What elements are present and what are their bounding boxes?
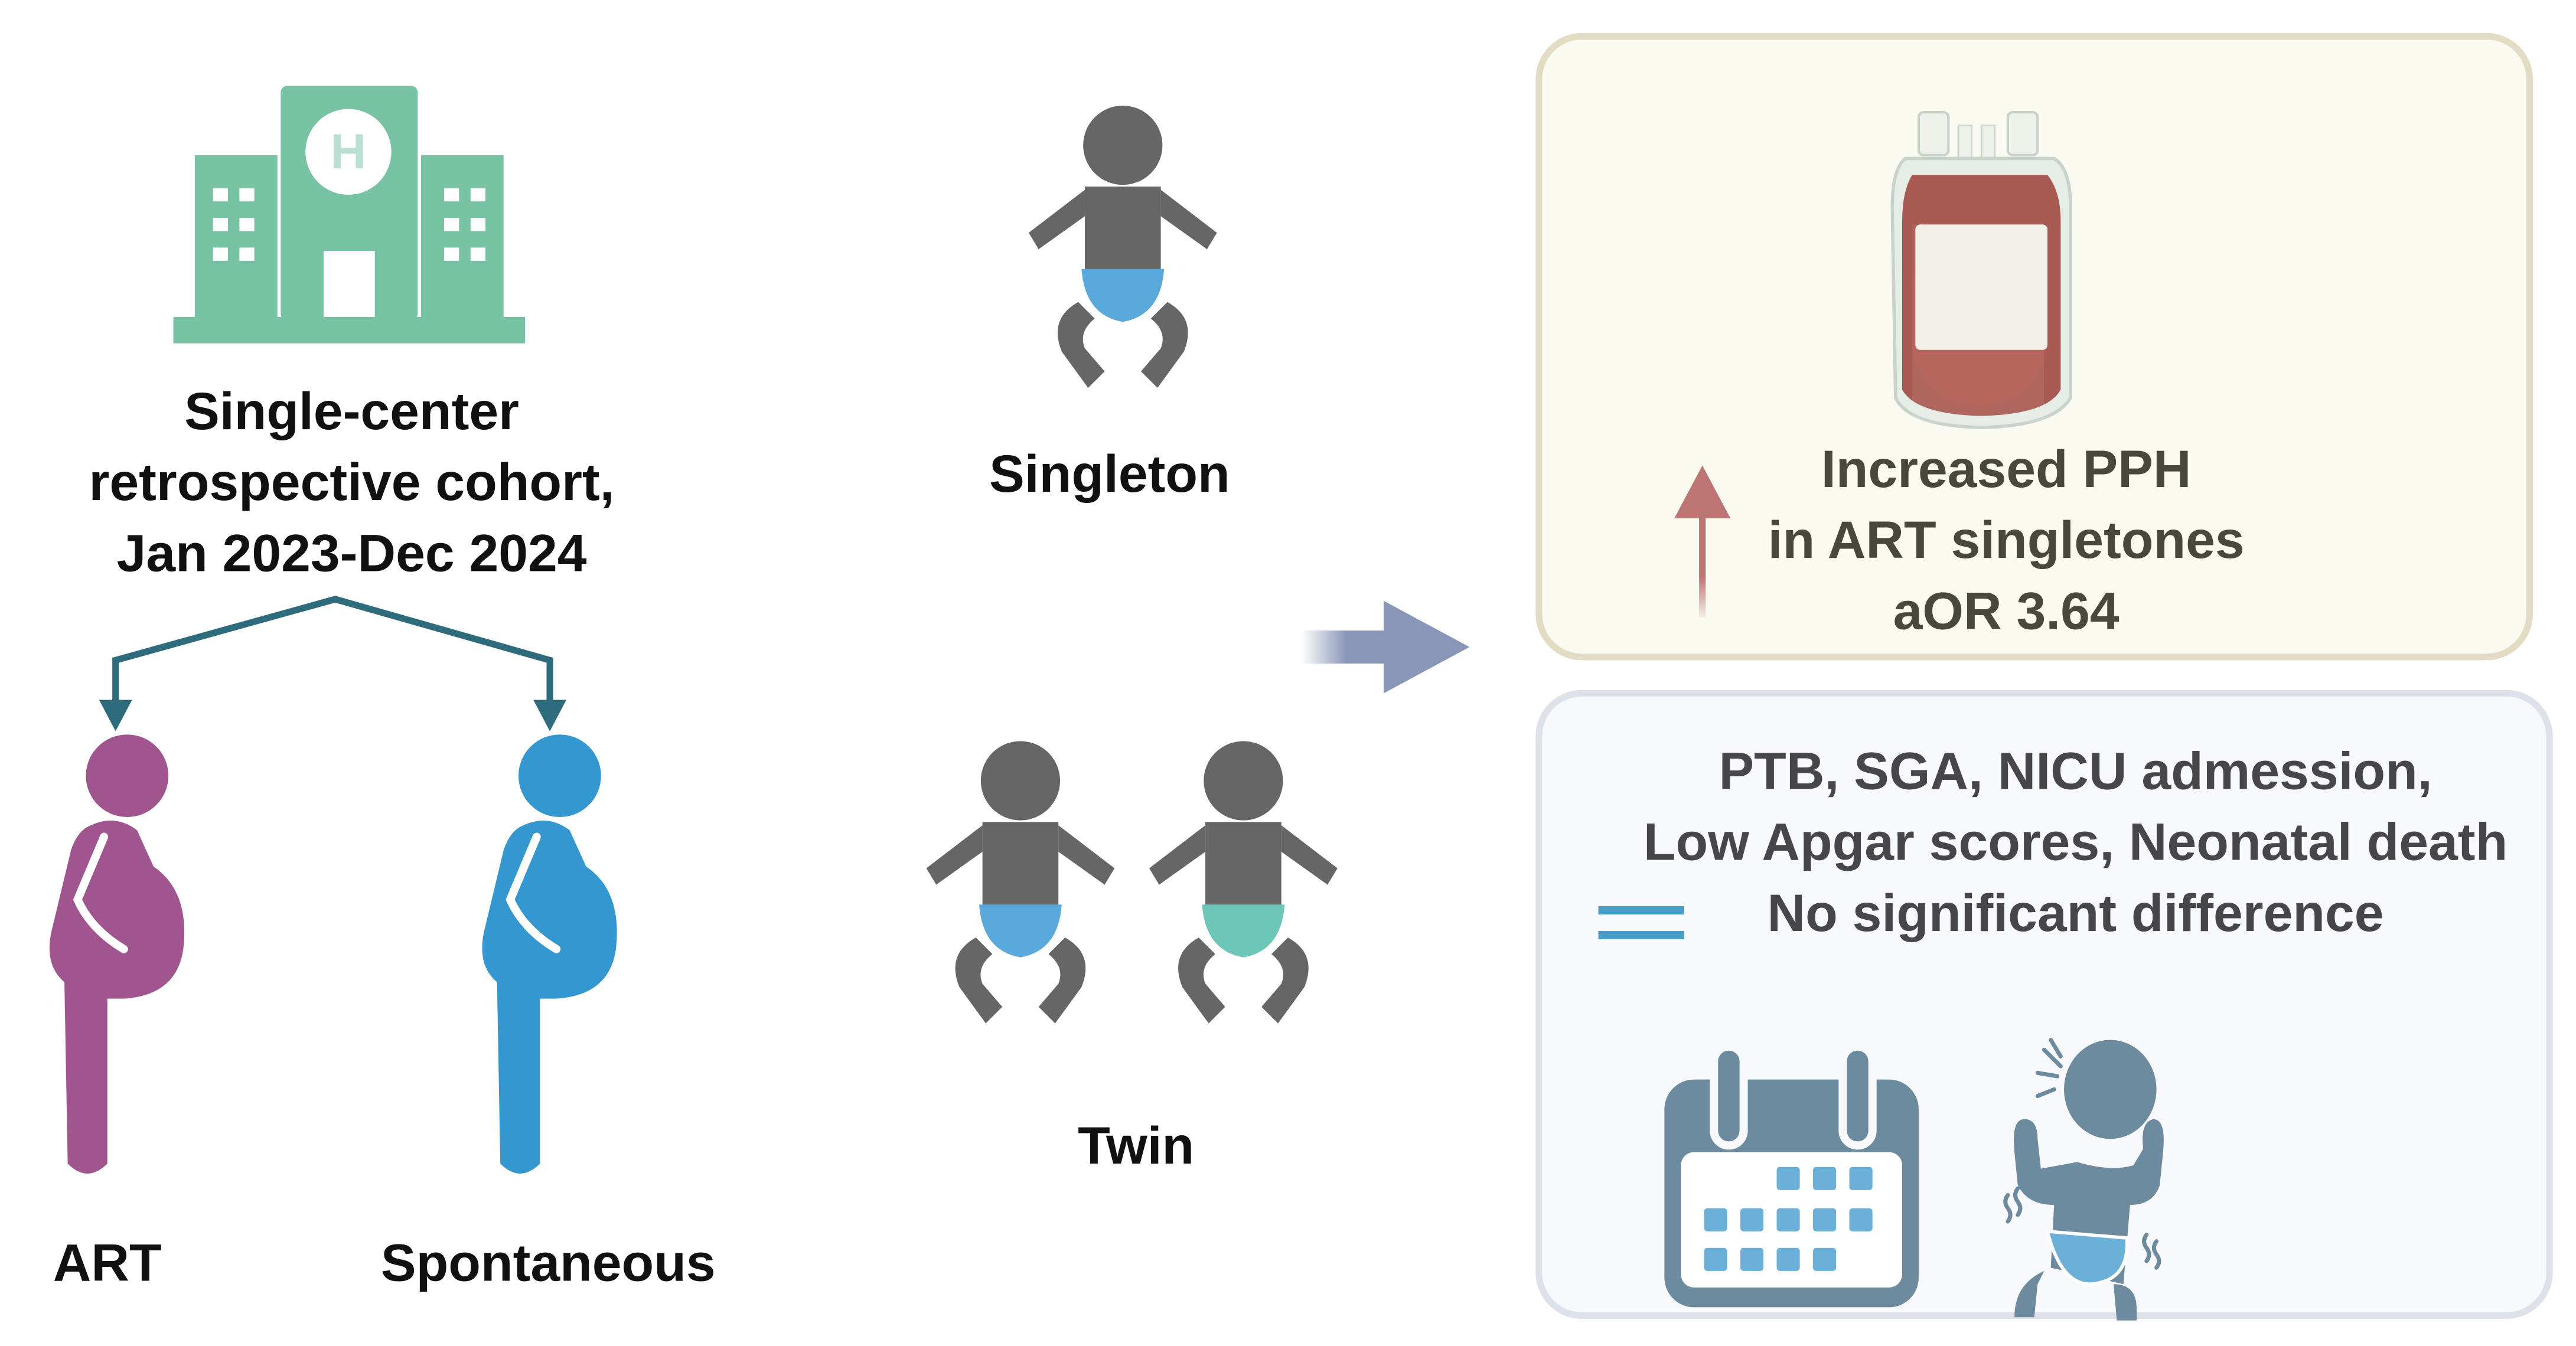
study-title-line: retrospective cohort, xyxy=(89,452,615,512)
equal-sign-icon xyxy=(1598,906,1684,939)
finding-line: in ART singletones xyxy=(1768,509,2245,570)
twin-label: Twin xyxy=(1078,1116,1195,1175)
study-title: Single-center retrospective cohort, Jan … xyxy=(89,376,615,589)
branch-connector xyxy=(99,596,567,731)
finding-line: PTB, SGA, NICU admession, xyxy=(1719,741,2432,801)
twin-baby-icon-2 xyxy=(1149,741,1338,1024)
hospital-icon: H xyxy=(173,86,526,344)
shaking-baby-icon xyxy=(2003,1037,2164,1321)
study-title-line: Single-center xyxy=(184,381,519,441)
singleton-label: Singleton xyxy=(989,444,1230,504)
pregnant-woman-spontaneous-icon xyxy=(482,734,617,1174)
svg-text:H: H xyxy=(331,123,367,179)
no-difference-text: PTB, SGA, NICU admession, Low Apgar scor… xyxy=(1644,736,2507,949)
singleton-baby-icon xyxy=(1028,105,1217,388)
finding-line: aOR 3.64 xyxy=(1893,581,2120,641)
study-title-line: Jan 2023-Dec 2024 xyxy=(116,523,587,583)
finding-line: Low Apgar scores, Neonatal death xyxy=(1643,812,2508,872)
calendar-icon xyxy=(1664,1042,1919,1308)
flow-arrow-icon xyxy=(1301,600,1470,694)
finding-line: Increased PPH xyxy=(1821,439,2192,499)
finding-line: No significant difference xyxy=(1767,883,2384,943)
pregnant-woman-art-icon xyxy=(49,734,185,1174)
blood-bag-icon xyxy=(1890,111,2072,429)
group-label-art: ART xyxy=(53,1233,162,1293)
increase-arrow-icon xyxy=(1674,465,1731,618)
increased-risk-text: Increased PPH in ART singletones aOR 3.6… xyxy=(1768,434,2245,647)
group-label-spontaneous: Spontaneous xyxy=(380,1233,716,1293)
twin-baby-icon-1 xyxy=(926,741,1115,1024)
